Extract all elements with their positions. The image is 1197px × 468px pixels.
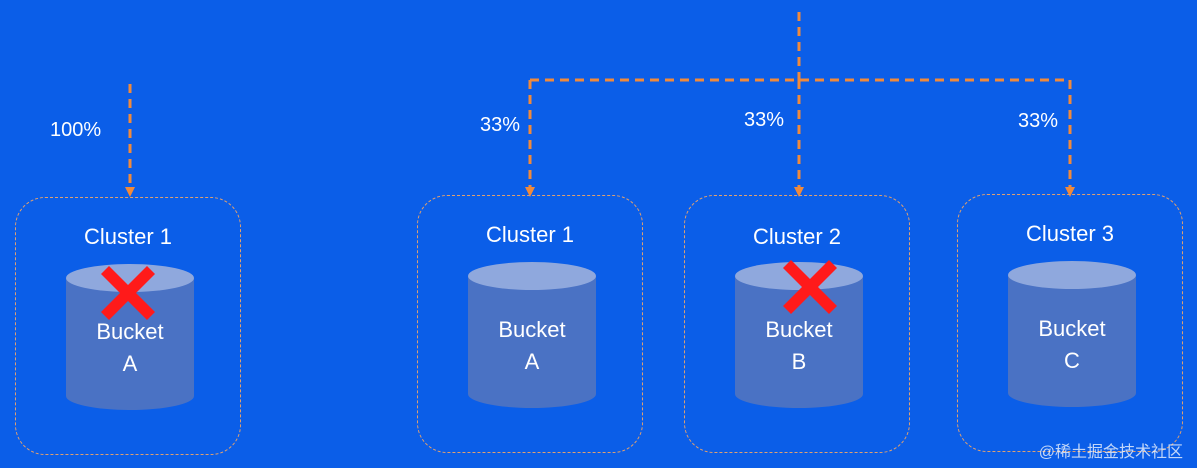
cluster-title: Cluster 3 [1025,221,1115,246]
bucket-icon [66,264,194,410]
bucket-label-line1: Bucket [96,319,164,344]
bucket-label-line2: B [791,349,807,374]
bucket-label: Bucket A [468,314,596,378]
bucket-icon [468,262,596,408]
bucket-label-line2: C [1064,348,1080,373]
bucket-label: Bucket C [1008,313,1136,377]
cluster-3-box: Cluster 3 Bucket C [957,194,1183,452]
left-percent-label: 100% [50,119,102,141]
percent-label-cluster-3: 33% [1018,110,1059,132]
bucket-cylinder: Bucket A [468,262,596,408]
cluster-title: Cluster 1 [83,224,173,249]
left-cluster-box: Cluster 1 Bucket A [15,197,241,455]
cluster-1-box: Cluster 1 Bucket A [417,195,643,453]
watermark-text: @稀土掘金技术社区 [1038,444,1183,461]
bucket-label: Bucket B [735,314,863,378]
bucket-label-line1: Bucket [498,317,566,342]
bucket-cylinder: Bucket A [66,264,194,410]
cluster-2-box: Cluster 2 Bucket B [684,195,910,453]
bucket-cylinder: Bucket C [1008,261,1136,407]
percent-label-cluster-1: 33% [480,114,521,136]
percent-label-cluster-2: 33% [744,109,785,131]
failure-x-icon [101,266,155,320]
cluster-title: Cluster 2 [752,224,842,249]
cluster-title: Cluster 1 [485,222,575,247]
failure-x-icon [783,260,837,314]
bucket-label: Bucket A [66,316,194,380]
bucket-label-line2: A [122,351,138,376]
bucket-label-line1: Bucket [765,317,833,342]
bucket-label-line2: A [524,349,540,374]
bucket-icon [1008,261,1136,407]
bucket-label-line1: Bucket [1038,316,1106,341]
